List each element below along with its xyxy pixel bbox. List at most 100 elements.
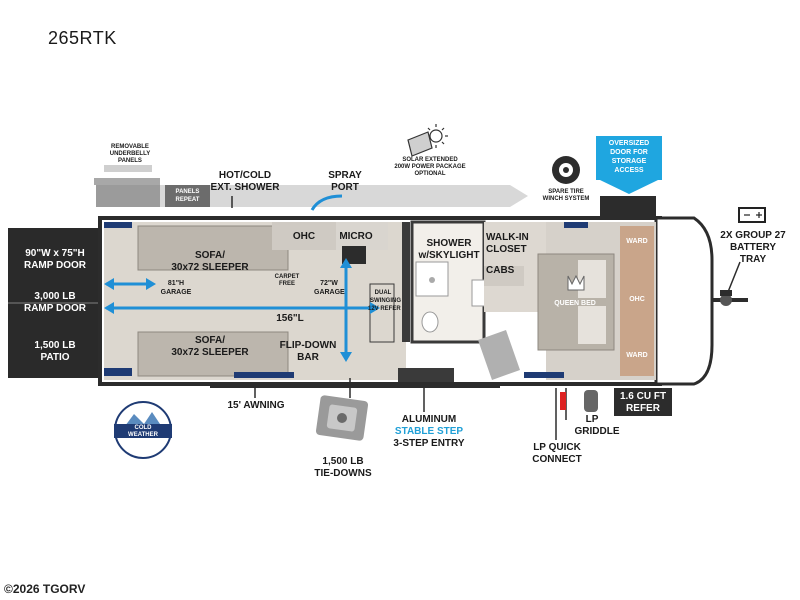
solar-3: OPTIONAL — [414, 171, 446, 177]
marker-4 — [564, 222, 588, 228]
marker-1 — [104, 368, 132, 376]
oversized-door-line2: DOOR FOR — [610, 149, 648, 156]
battery-icon — [744, 212, 762, 218]
panels-repeat-block — [165, 185, 210, 207]
sofa-bottom — [137, 331, 289, 377]
micro-cabinet — [336, 222, 388, 250]
fridge-outside-2: REFER — [626, 403, 660, 414]
fridge-outside-box — [614, 388, 672, 416]
ohc-kitchen-label: OHC — [292, 231, 316, 242]
sofa-top-2: 30x72 SLEEPER — [171, 262, 249, 273]
underbelly-label-3: PANELS — [118, 158, 142, 164]
arrow-90w-head-left — [104, 278, 114, 290]
spare-tire-1: SPARE TIRE — [548, 189, 584, 195]
ramp-size-1: 90"W x 75"H — [25, 248, 85, 259]
spray-port-2: PORT — [331, 182, 359, 193]
lp-quick-2: CONNECT — [532, 454, 582, 465]
sun-solar-icon — [407, 124, 448, 157]
marker-5 — [104, 222, 132, 228]
queen-bed-label: QUEEN BED — [554, 300, 596, 307]
tie-down-icon — [315, 395, 369, 441]
garage-height-2: GARAGE — [160, 289, 192, 296]
oversized-door-line3: STORAGE — [611, 158, 647, 165]
awning-label: 15' AWNING — [227, 400, 285, 411]
front-cap — [654, 216, 714, 386]
underbelly-label-1: REMOVABLE — [111, 144, 149, 150]
sofa-bottom-2: 30x72 SLEEPER — [171, 347, 249, 358]
tie-downs-1: 1,500 LB — [322, 456, 364, 467]
leader-spray-port — [310, 194, 343, 211]
refer-3: 12V REFER — [368, 306, 401, 312]
shower-2: w/SKYLIGHT — [418, 250, 480, 261]
aluminum-label: ALUMINUM — [401, 414, 457, 425]
fridge-outside-1: 1.6 CU FT — [619, 391, 667, 402]
underbelly-band — [96, 185, 528, 207]
garage-height-1: 81"H — [167, 280, 185, 287]
copyright: ©2026 TGORV — [4, 582, 86, 596]
garage-width-2: GARAGE — [314, 289, 345, 296]
lp-quick-1: LP QUICK — [533, 442, 581, 453]
ohc-cabinet — [272, 222, 336, 250]
shower-drain — [429, 277, 435, 283]
leader-battery — [727, 261, 741, 293]
awning-rail — [210, 382, 500, 388]
spare-tire-2: WINCH SYSTEM — [542, 196, 590, 202]
kitchen-wall — [402, 222, 410, 342]
ramp-size-2: RAMP DOOR — [23, 260, 87, 271]
entry-door-swing — [478, 330, 520, 380]
battery-2: BATTERY — [729, 242, 777, 253]
lp-griddle-1: LP — [585, 414, 599, 425]
entry-label: 3-STEP ENTRY — [393, 438, 465, 449]
hot-cold-shower-1: HOT/COLD — [218, 170, 272, 181]
arrow-72w-head-bottom — [340, 352, 352, 362]
storage-door — [600, 196, 656, 218]
cabs-label: CABS — [486, 265, 515, 276]
crown-icon — [567, 274, 585, 291]
patio-2: PATIO — [40, 352, 70, 363]
battery-3: TRAY — [739, 254, 767, 265]
model-title: 265RTK — [48, 28, 117, 48]
battery-1: 2X GROUP 27 — [720, 230, 786, 241]
badge-line2: WEATHER — [128, 432, 158, 438]
solar-1: SOLAR EXTENDED — [402, 157, 458, 163]
stove — [342, 246, 366, 264]
entry-steps — [398, 368, 454, 382]
hitch-jack — [720, 290, 732, 296]
panels-repeat-1: PANELS — [175, 189, 200, 195]
underbelly-arrow — [104, 165, 152, 172]
garage-width-1: 72"W — [320, 280, 338, 287]
arrow-90w-head-right — [146, 278, 156, 290]
flip-down-2: BAR — [297, 352, 319, 363]
arrow-length-head-right — [370, 302, 380, 314]
refer-2: SWINGING — [370, 298, 401, 304]
ward-bottom-label: WARD — [626, 352, 648, 359]
refer-1: DUAL — [374, 290, 392, 296]
stable-step-label: STABLE STEP — [394, 426, 464, 437]
spare-tire-icon — [552, 156, 580, 184]
hitch-coupler — [720, 294, 732, 306]
ohc-bed-label: OHC — [629, 296, 645, 303]
ramp-weight-2: RAMP DOOR — [23, 303, 87, 314]
pillow-bottom — [578, 306, 606, 344]
hot-cold-shower-2: EXT. SHOWER — [210, 182, 280, 193]
dimension-arrows — [104, 258, 380, 362]
flip-down-1: FLIP-DOWN — [279, 340, 337, 351]
underbelly-label-2: UNDERBELLY — [109, 151, 151, 157]
length-label: 156"L — [276, 313, 304, 324]
tie-downs-2: TIE-DOWNS — [314, 468, 372, 479]
lp-tank-icon — [560, 390, 598, 412]
ward-top-label: WARD — [626, 238, 648, 245]
underbelly-arrow-head — [94, 178, 160, 185]
oversized-door-arrow — [600, 180, 658, 194]
micro-label: MICRO — [339, 231, 373, 242]
badge-line1: COLD — [134, 425, 152, 431]
sofa-top-1: SOFA/ — [194, 250, 225, 261]
oversized-door-callout — [596, 136, 662, 180]
ramp-weight-1: 3,000 LB — [34, 291, 76, 302]
carpet-free-1: CARPET — [274, 274, 300, 280]
arrow-72w-head-top — [340, 258, 352, 268]
panels-repeat-2: REPEAT — [175, 197, 200, 203]
marker-2 — [234, 372, 294, 378]
toilet — [421, 311, 439, 333]
sofa-bottom-1: SOFA/ — [194, 335, 225, 346]
